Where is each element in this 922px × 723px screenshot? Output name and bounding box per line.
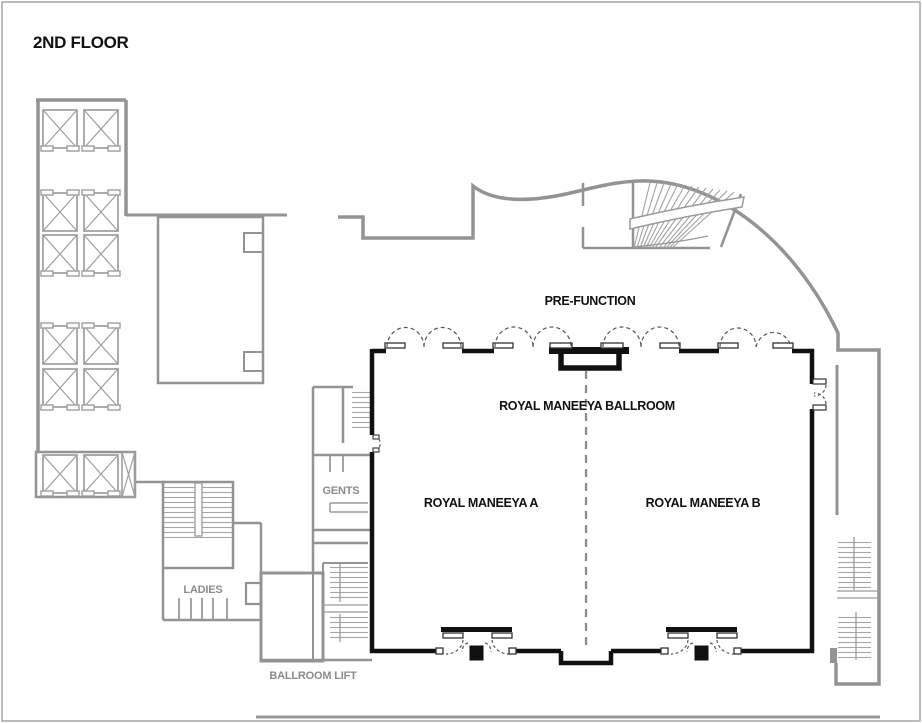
stair-enclosure-wall	[581, 182, 710, 250]
gents-stalls-icon	[329, 455, 344, 472]
elevator-bank-1	[40, 109, 121, 152]
elevators	[34, 109, 137, 499]
lift-stair-rails	[323, 564, 368, 642]
service-room-duct-bottom	[243, 351, 264, 372]
corridor-stair-landing	[837, 537, 879, 599]
main-stair-enclosure	[161, 480, 235, 570]
label-ballroom-a: ROYAL MANEEYA A	[424, 496, 539, 510]
page-title: 2ND FLOOR	[33, 33, 129, 52]
label-ladies: LADIES	[183, 584, 222, 596]
main-stair-rail	[194, 482, 203, 537]
service-room	[156, 215, 265, 385]
gents-counter-icon	[329, 502, 368, 513]
elevator-bank-2	[40, 189, 121, 277]
elevator-bank-3	[40, 322, 121, 411]
gray-walls	[36, 98, 881, 686]
restroom-fixtures	[178, 455, 368, 619]
stairs	[164, 182, 879, 663]
ballroom-service-doors	[435, 627, 742, 662]
door-pier	[468, 644, 485, 662]
ballroom-bottom-recess	[558, 651, 614, 666]
label-ballroom-lift: BALLROOM LIFT	[269, 670, 357, 682]
lift-stair-upper-icon	[330, 566, 368, 600]
operable-wall-niche	[549, 347, 629, 371]
label-ballroom: ROYAL MANEEYA BALLROOM	[499, 399, 675, 413]
label-ballroom-b: ROYAL MANEEYA B	[646, 496, 761, 510]
corridor-stair-lower-icon	[838, 616, 871, 658]
door-swing-arcs-bottom	[445, 639, 735, 655]
lift-stair-lower-icon	[330, 616, 368, 640]
service-elevator-bank	[34, 450, 137, 499]
curved-facade-wall	[338, 179, 881, 686]
ballroom-right-door	[812, 378, 827, 411]
door-swing-arcs-top	[386, 326, 792, 348]
gents-stair-icon	[352, 390, 372, 430]
ladies-stalls-icon	[178, 598, 228, 619]
corridor-wall-stub	[830, 648, 837, 663]
door-pier	[693, 644, 710, 662]
label-pre-function: PRE-FUNCTION	[545, 294, 636, 308]
fan-stair-icon	[629, 182, 745, 249]
prefunction-door-leaves	[384, 342, 794, 349]
ballroom-left-door	[372, 434, 381, 453]
wall-niche	[244, 581, 263, 606]
shaft-x-icon	[121, 451, 136, 498]
label-gents: GENTS	[323, 485, 360, 497]
ballroom-walls	[369, 348, 815, 666]
service-room-duct-top	[243, 232, 264, 253]
elevator-core-wall	[36, 98, 128, 452]
